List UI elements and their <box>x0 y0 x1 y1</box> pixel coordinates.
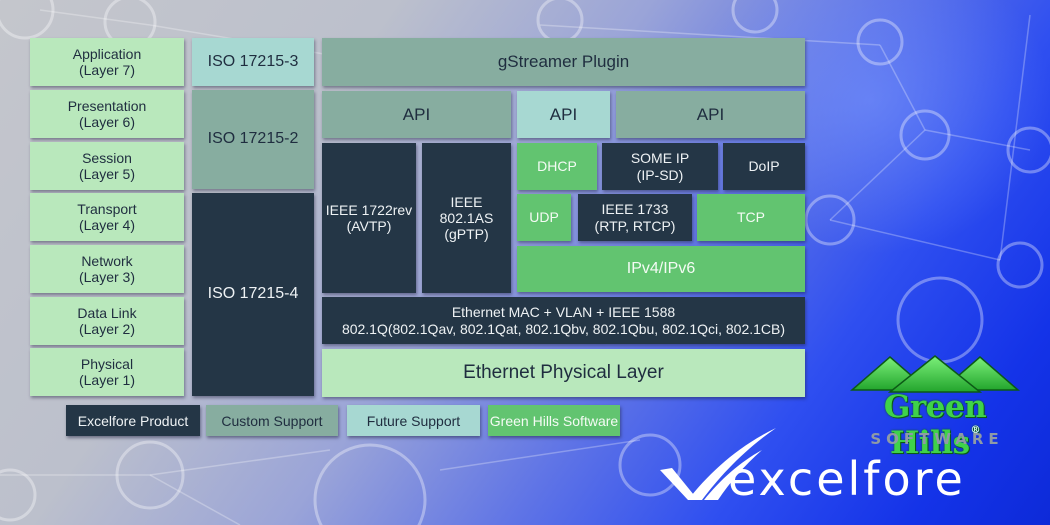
osi-layer-name: Physical <box>80 355 134 372</box>
block-sublabel: (RTP, RTCP) <box>594 217 676 234</box>
block-label: ISO 17215-2 <box>207 130 299 148</box>
legend-label: Custom Support <box>221 412 323 429</box>
legend-excelfore-product: Excelfore Product <box>66 405 200 436</box>
ethernet-physical-layer-block: Ethernet Physical Layer <box>322 349 805 397</box>
block-label: ISO 17215-3 <box>207 52 299 70</box>
block-sublabel: (gPTP) <box>444 226 489 243</box>
iso-17215-2-block: ISO 17215-2 <box>192 90 314 189</box>
block-label: API <box>402 104 431 124</box>
block-label: Ethernet MAC + VLAN + IEEE 1588 <box>451 304 676 321</box>
osi-layer-session: Session(Layer 5) <box>30 142 184 190</box>
block-label: SOME IP <box>630 150 690 167</box>
osi-layer-name: Network <box>81 252 133 269</box>
block-label: Ethernet Physical Layer <box>463 362 664 384</box>
osi-layer-number: (Layer 5) <box>78 166 136 182</box>
dhcp-block: DHCP <box>517 143 597 190</box>
green-hills-logo-text: Green Hills® <box>835 389 1035 461</box>
legend-future-support: Future Support <box>347 405 480 436</box>
ieee-802-1as-block: IEEE 802.1AS(gPTP) <box>422 143 511 293</box>
block-label: IEEE 1722rev <box>325 201 413 218</box>
excelfore-logo-text: excelfore <box>728 452 966 506</box>
osi-layer-name: Data Link <box>77 304 137 321</box>
osi-layer-name: Application <box>72 45 142 62</box>
some-ip-block: SOME IP(IP-SD) <box>602 143 718 190</box>
block-sublabel: 802.1Q(802.1Qav, 802.1Qat, 802.1Qbv, 802… <box>341 320 786 337</box>
legend-label: Excelfore Product <box>77 412 189 429</box>
osi-layer-presentation: Presentation(Layer 6) <box>30 90 184 138</box>
osi-layer-number: (Layer 7) <box>78 62 136 78</box>
osi-layer-number: (Layer 2) <box>78 321 136 337</box>
green-hills-subtitle: SOFTWARE <box>870 430 1004 448</box>
legend-label: Green Hills Software <box>489 412 619 429</box>
osi-layer-number: (Layer 1) <box>78 372 136 388</box>
block-sublabel: (IP-SD) <box>636 166 684 183</box>
green-hills-name: Green Hills <box>883 389 987 461</box>
osi-layer-physical: Physical(Layer 1) <box>30 348 184 396</box>
doip-block: DoIP <box>723 143 805 190</box>
api-middle-block: API <box>517 91 610 138</box>
osi-layer-transport: Transport(Layer 4) <box>30 193 184 241</box>
osi-layer-number: (Layer 4) <box>78 217 135 233</box>
ieee-1722rev-block: IEEE 1722rev(AVTP) <box>322 143 416 293</box>
iso-17215-3-block: ISO 17215-3 <box>192 38 314 86</box>
block-label: UDP <box>529 209 559 226</box>
ieee-1733-block: IEEE 1733(RTP, RTCP) <box>578 194 692 241</box>
osi-layer-name: Transport <box>77 200 137 217</box>
osi-layer-number: (Layer 3) <box>78 269 136 285</box>
mountains-icon <box>849 355 1021 393</box>
osi-layer-name: Session <box>82 149 132 166</box>
block-sublabel: (AVTP) <box>346 218 392 234</box>
api-right-block: API <box>616 91 805 138</box>
legend-label: Future Support <box>366 412 461 429</box>
block-label: gStreamer Plugin <box>497 52 630 72</box>
osi-layer-data-link: Data Link(Layer 2) <box>30 297 184 345</box>
osi-layer-network: Network(Layer 3) <box>30 245 184 293</box>
osi-layer-application: Application(Layer 7) <box>30 38 184 86</box>
gstreamer-plugin-block: gStreamer Plugin <box>322 38 805 86</box>
block-label: ISO 17215-4 <box>207 285 299 303</box>
ipv4-ipv6-block: IPv4/IPv6 <box>517 246 805 292</box>
registered-mark: ® <box>970 425 981 436</box>
tcp-block: TCP <box>697 194 805 241</box>
block-label: IPv4/IPv6 <box>626 259 696 277</box>
osi-layer-number: (Layer 6) <box>78 114 135 130</box>
block-label: DHCP <box>537 158 577 175</box>
block-label: DoIP <box>748 158 780 175</box>
legend-green-hills-software: Green Hills Software <box>488 405 620 436</box>
block-label: IEEE 1733 <box>601 201 669 218</box>
legend-custom-support: Custom Support <box>206 405 338 436</box>
api-left-block: API <box>322 91 511 138</box>
block-label: IEEE 802.1AS <box>439 193 494 226</box>
block-label: API <box>549 104 578 124</box>
osi-layer-name: Presentation <box>67 97 147 114</box>
block-label: TCP <box>737 209 765 226</box>
iso-17215-4-block: ISO 17215-4 <box>192 193 314 396</box>
udp-block: UDP <box>517 194 571 241</box>
checkmark-swoosh-icon <box>660 428 776 500</box>
block-label: API <box>696 104 725 124</box>
